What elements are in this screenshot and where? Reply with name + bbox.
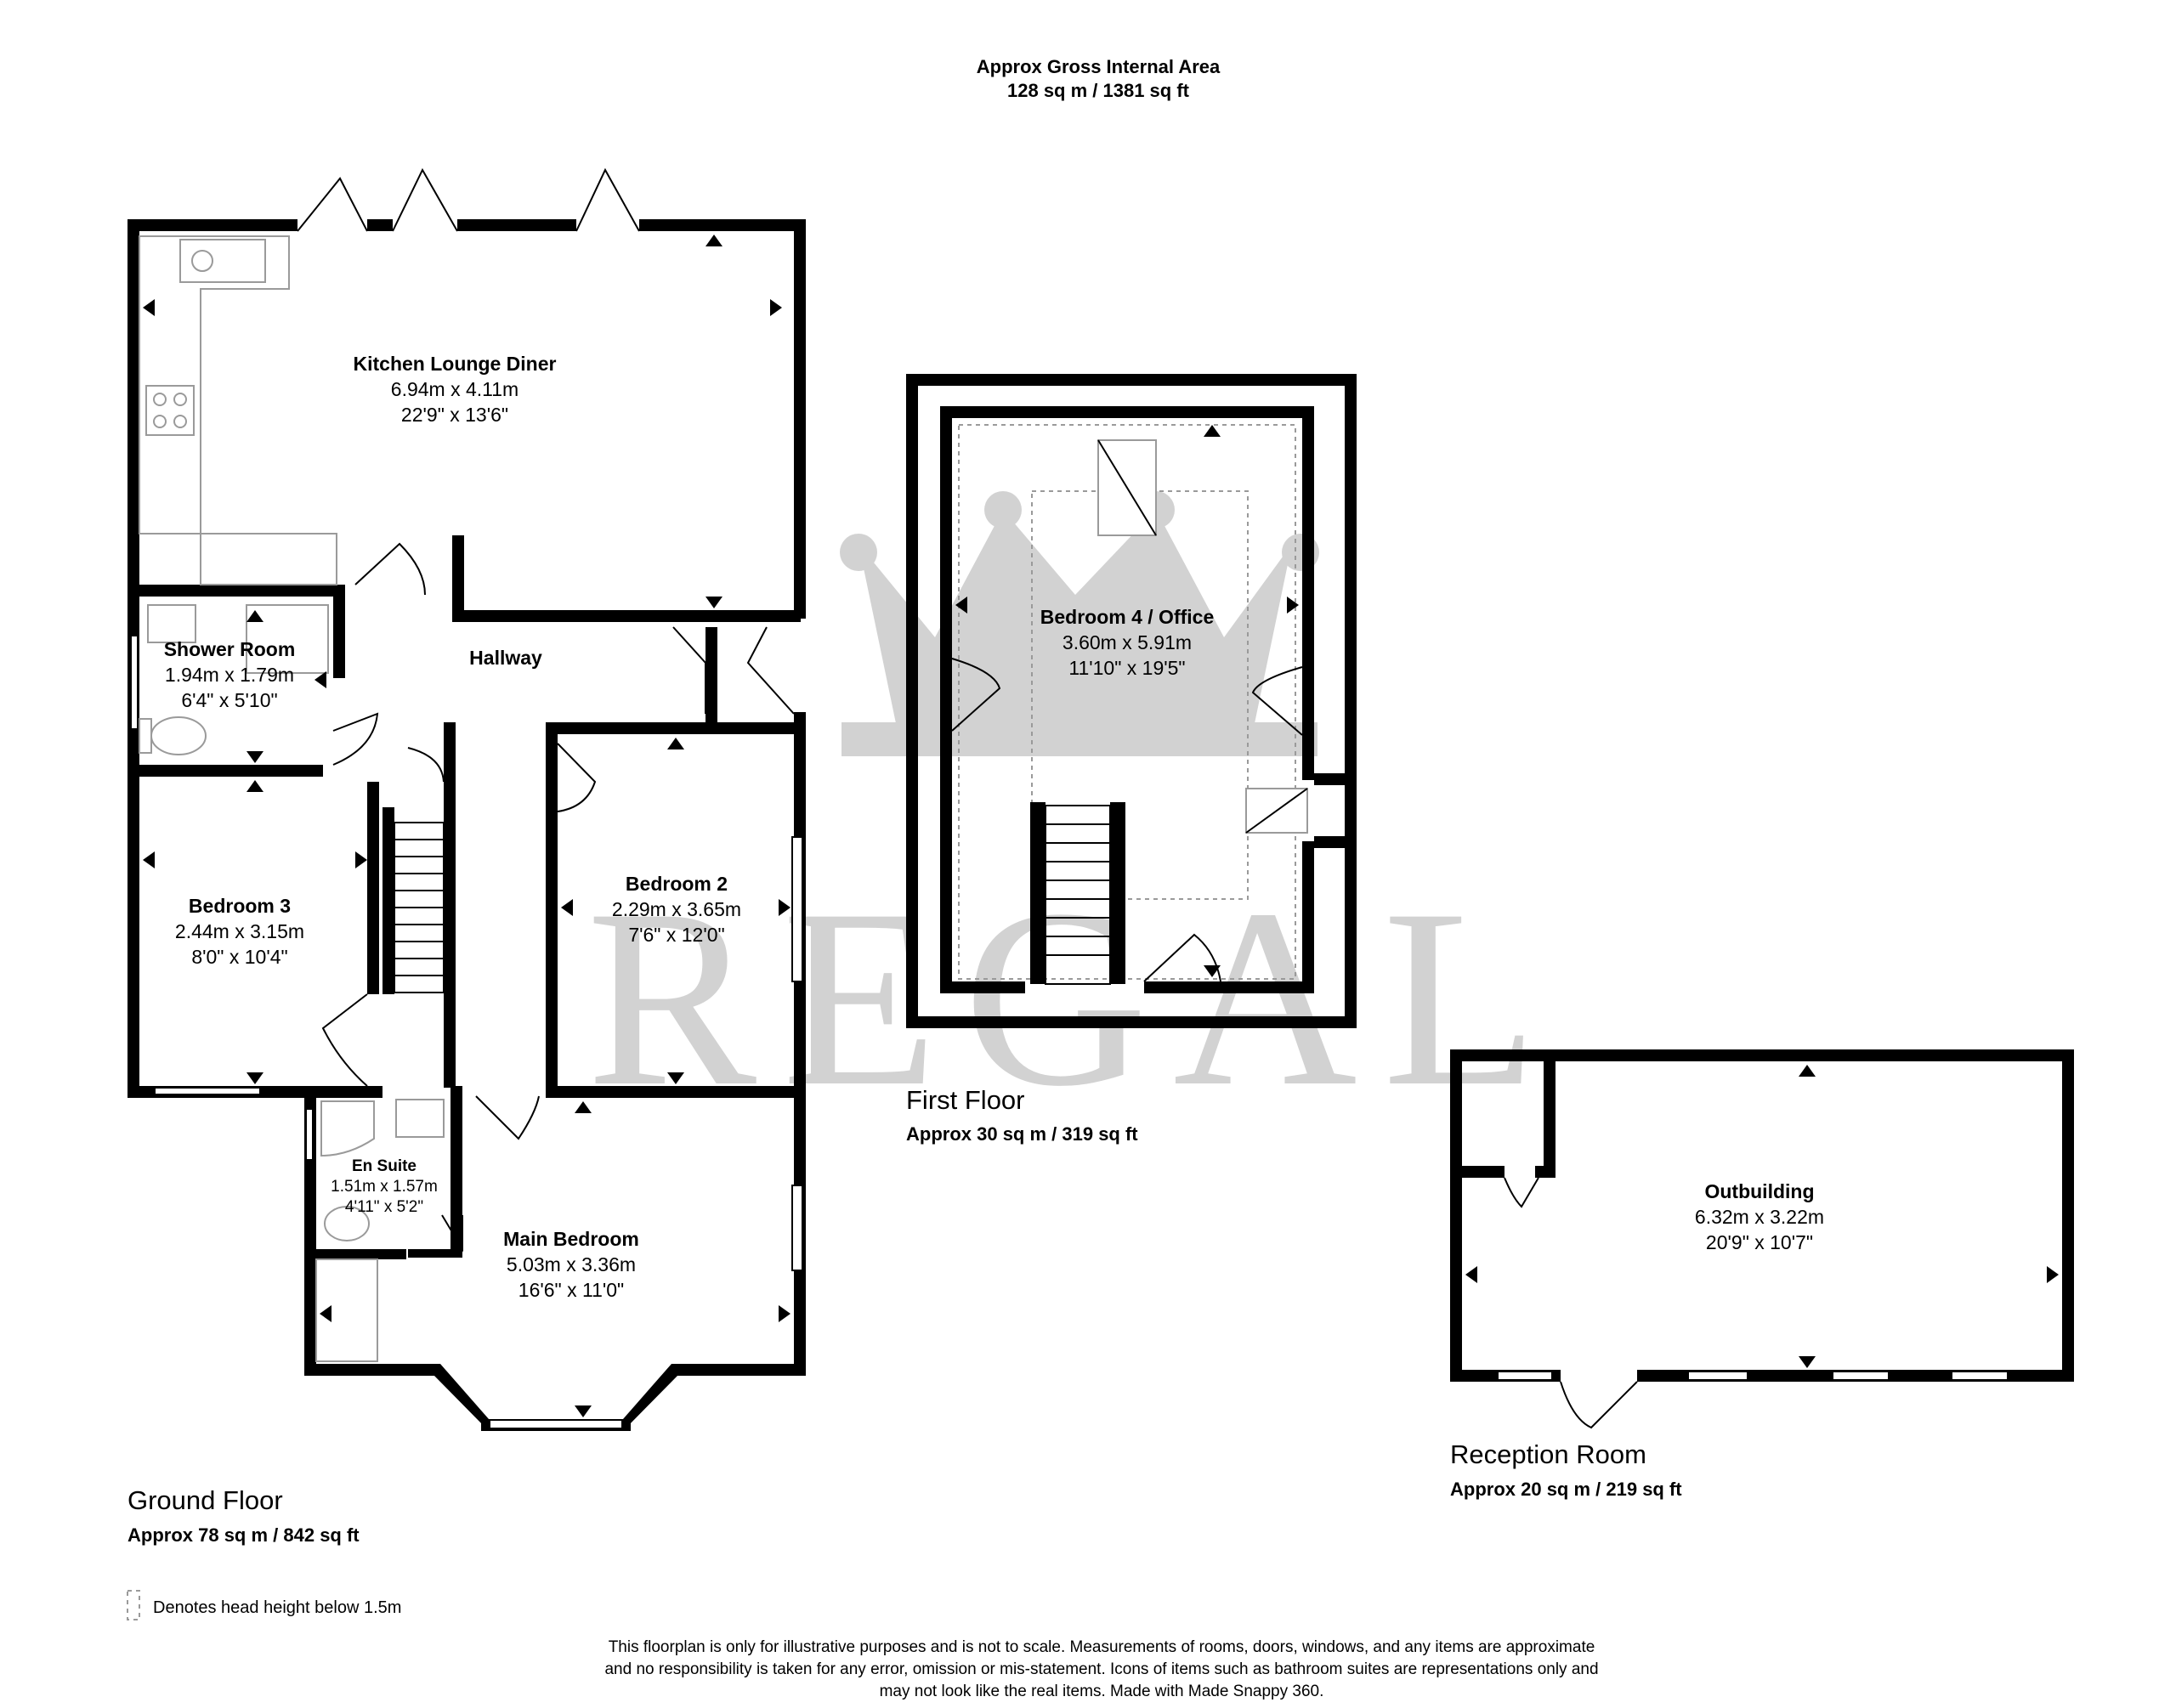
outbuilding-plan: Outbuilding 6.32m x 3.22m 20'9" x 10'7" bbox=[1450, 1049, 2074, 1429]
reception-room-title: Reception Room bbox=[1450, 1439, 1646, 1469]
gross-area-value: 128 sq m / 1381 sq ft bbox=[1007, 80, 1190, 101]
shower-metric: 1.94m x 1.79m bbox=[165, 664, 294, 686]
regal-watermark: REGAL bbox=[586, 491, 1538, 1139]
first-floor-stairs bbox=[1030, 802, 1125, 985]
first-floor-plan: Bedroom 4 / Office 3.60m x 5.91m 11'10" … bbox=[906, 374, 1357, 1028]
toilet-icon bbox=[150, 716, 207, 755]
hallway-name: Hallway bbox=[469, 647, 542, 669]
ground-floor-stairs bbox=[394, 822, 445, 993]
ground-floor-area: Approx 78 sq m / 842 sq ft bbox=[128, 1524, 360, 1546]
main-bedroom-imperial: 16'6" x 11'0" bbox=[518, 1279, 624, 1301]
bedroom4-metric: 3.60m x 5.91m bbox=[1062, 631, 1192, 653]
measurement-arrows bbox=[1465, 1065, 2059, 1368]
disclaimer-line-1: This floorplan is only for illustrative … bbox=[609, 1638, 1595, 1656]
gross-area-title: Approx Gross Internal Area bbox=[977, 56, 1221, 77]
dashed-rectangle-icon bbox=[127, 1590, 140, 1620]
bedroom4-name: Bedroom 4 / Office bbox=[1040, 606, 1214, 628]
bedroom2-imperial: 7'6" x 12'0" bbox=[628, 924, 724, 946]
skylight-icon bbox=[1097, 439, 1157, 536]
bedroom3-name: Bedroom 3 bbox=[189, 895, 291, 917]
ground-floor-plan: Kitchen Lounge Diner 6.94m x 4.11m 22'9"… bbox=[128, 167, 806, 1431]
outbuilding-metric: 6.32m x 3.22m bbox=[1695, 1206, 1824, 1228]
main-bedroom-metric: 5.03m x 3.36m bbox=[507, 1253, 636, 1275]
shower-room-fixtures bbox=[139, 604, 329, 755]
outbuilding-name: Outbuilding bbox=[1704, 1180, 1814, 1202]
bedroom4-imperial: 11'10" x 19'5" bbox=[1068, 657, 1185, 679]
ensuite-metric: 1.51m x 1.57m bbox=[331, 1178, 438, 1196]
shower-icon bbox=[320, 1100, 375, 1157]
main-bedroom-name: Main Bedroom bbox=[503, 1228, 639, 1250]
shower-imperial: 6'4" x 5'10" bbox=[181, 689, 277, 711]
shower-tray-icon bbox=[246, 604, 329, 674]
ensuite-name: En Suite bbox=[352, 1157, 416, 1175]
low-head-height-area bbox=[958, 424, 1296, 980]
bedroom2-metric: 2.29m x 3.65m bbox=[612, 898, 741, 920]
basin-icon bbox=[395, 1099, 445, 1138]
ensuite-imperial: 4'11" x 5'2" bbox=[345, 1198, 423, 1216]
first-floor-area: Approx 30 sq m / 319 sq ft bbox=[906, 1123, 1138, 1145]
measurement-arrows bbox=[143, 235, 790, 1417]
bedroom2-name: Bedroom 2 bbox=[626, 873, 728, 895]
ground-floor-title: Ground Floor bbox=[128, 1485, 283, 1515]
kitchen-name: Kitchen Lounge Diner bbox=[354, 353, 557, 375]
kitchen-metric: 6.94m x 4.11m bbox=[391, 378, 518, 400]
hob-icon bbox=[145, 385, 195, 436]
reception-room-area: Approx 20 sq m / 219 sq ft bbox=[1450, 1479, 1682, 1500]
bedroom3-metric: 2.44m x 3.15m bbox=[175, 920, 304, 942]
shower-name: Shower Room bbox=[164, 638, 296, 660]
kitchen-worktop bbox=[139, 235, 337, 585]
disclaimer-line-2: and no responsibility is taken for any e… bbox=[604, 1660, 1598, 1678]
outbuilding-imperial: 20'9" x 10'7" bbox=[1706, 1231, 1813, 1253]
measurement-arrows bbox=[955, 425, 1299, 977]
basin-icon bbox=[147, 604, 196, 643]
disclaimer-line-3: may not look like the real items. Made w… bbox=[880, 1683, 1324, 1700]
ensuite-fixtures bbox=[320, 1099, 445, 1241]
skylight-icon bbox=[1245, 788, 1308, 834]
toilet-icon bbox=[324, 1206, 370, 1241]
bedroom3-imperial: 8'0" x 10'4" bbox=[191, 946, 287, 968]
kitchen-imperial: 22'9" x 13'6" bbox=[401, 404, 508, 426]
legend-text: Denotes head height below 1.5m bbox=[153, 1598, 401, 1617]
first-floor-title: First Floor bbox=[906, 1085, 1025, 1115]
